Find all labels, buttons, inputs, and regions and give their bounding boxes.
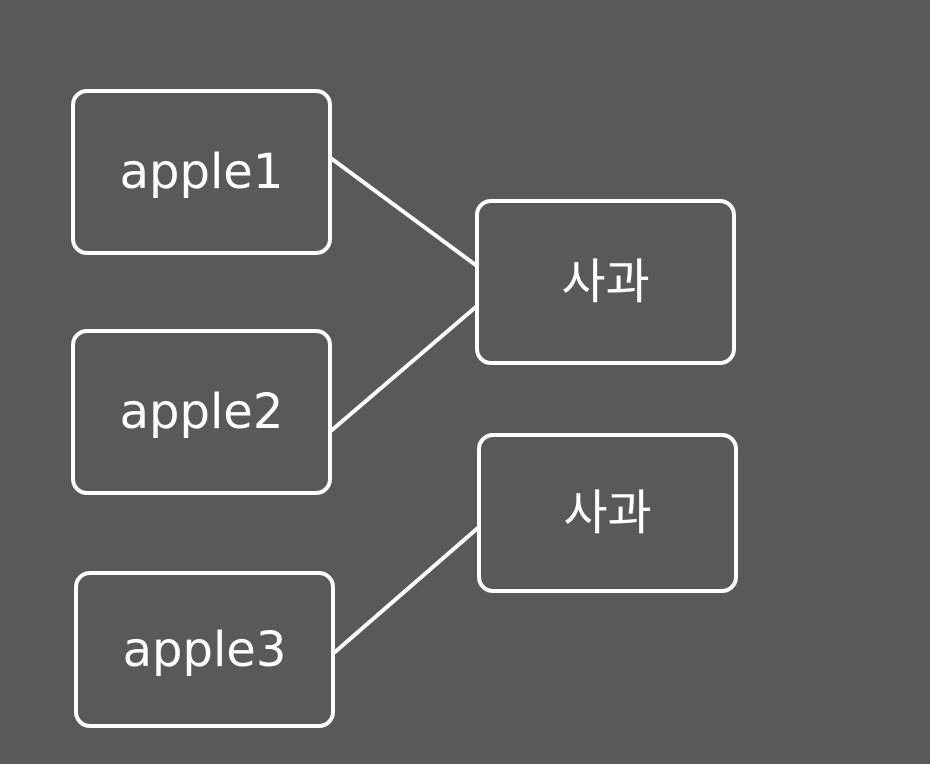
node-label: apple2: [119, 384, 284, 440]
node-apple1: apple1: [71, 89, 332, 255]
node-label: 사과: [561, 254, 650, 310]
node-apple3: apple3: [74, 571, 335, 728]
node-label: apple1: [119, 144, 284, 200]
node-apple2: apple2: [71, 329, 332, 495]
node-sagwa-2: 사과: [477, 433, 738, 593]
edge-apple1-sagwa1: [330, 157, 479, 268]
node-sagwa-1: 사과: [475, 199, 736, 365]
node-label: apple3: [122, 621, 287, 678]
node-label: 사과: [563, 485, 652, 541]
edge-apple2-sagwa1: [330, 304, 479, 432]
edge-apple3-sagwa2: [333, 525, 481, 654]
